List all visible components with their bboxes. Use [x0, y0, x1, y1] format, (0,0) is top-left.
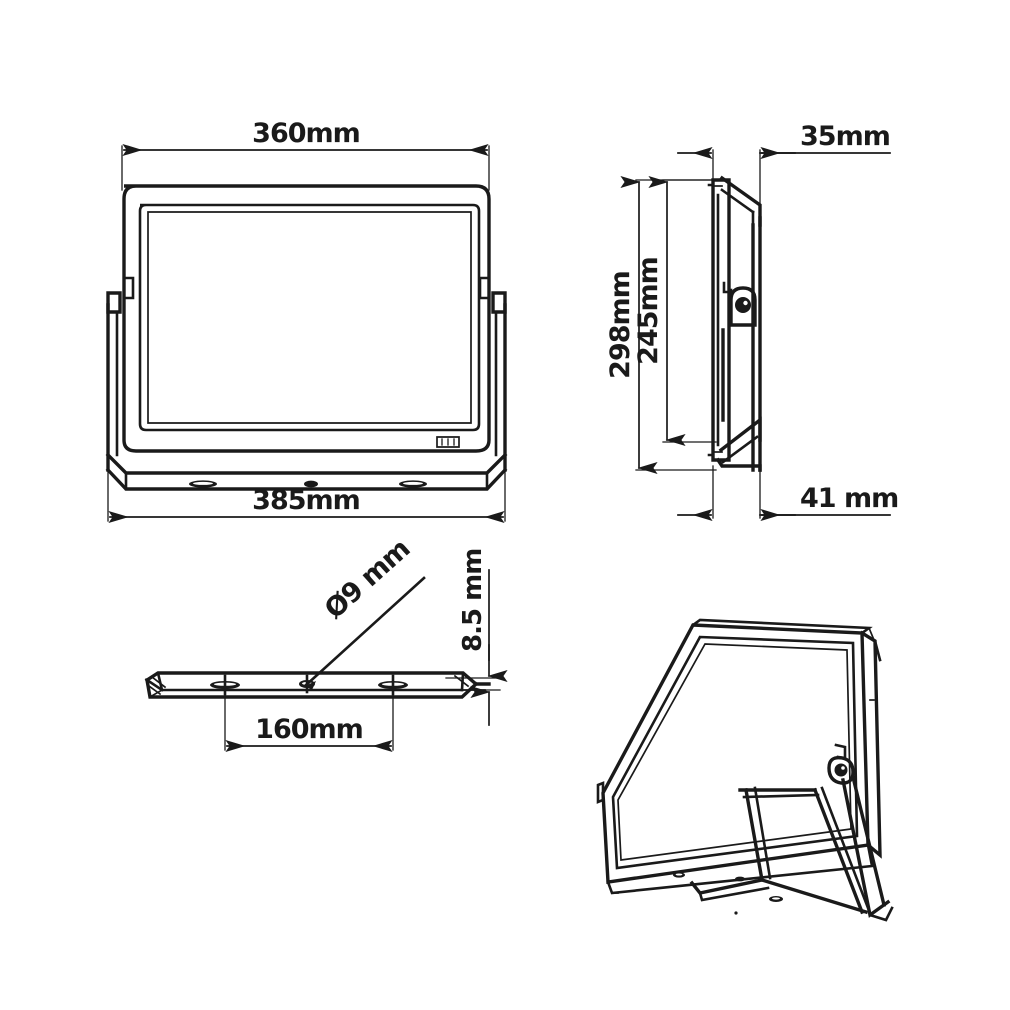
perspective-bracket-arm: [840, 774, 894, 922]
perspective-housing-left-tab: [596, 781, 605, 804]
front-housing-side-tabs: [123, 276, 490, 300]
side-pivot-knob: [722, 281, 757, 327]
side-41mm-dimension: [677, 465, 891, 522]
bracket-85mm-dimension: [445, 569, 508, 726]
dimension-label-35mm: 35mm: [800, 121, 890, 152]
dimension-label-385mm: 385mm: [252, 485, 360, 516]
dimension-label-160mm: 160mm: [255, 714, 363, 745]
front-bracket-base: [105, 452, 508, 491]
dimension-label-41mm: 41 mm: [800, 483, 898, 514]
perspective-housing-front: [601, 623, 870, 884]
dimension-label-245mm: 245mm: [633, 257, 664, 365]
dimension-label-298mm: 298mm: [605, 271, 636, 379]
front-housing-outline: [122, 184, 491, 453]
dimension-label-8-5mm: 8.5 mm: [458, 549, 488, 652]
dimension-label-360mm: 360mm: [252, 118, 360, 149]
side-view: 35mm 41 mm 298mm: [605, 121, 899, 522]
side-245mm-dimension: [648, 175, 717, 447]
side-front-lip: [707, 183, 715, 457]
perspective-housing-side: [859, 630, 882, 859]
side-bracket-foot: [715, 416, 762, 472]
bracket-mounting-hole-right: [378, 674, 408, 696]
perspective-pivot-knob: [827, 756, 855, 785]
side-35mm-dimension: [677, 146, 891, 211]
front-385-extension-lines: [107, 469, 506, 522]
perspective-view: [596, 618, 894, 922]
perspective-bracket-base-rail: [689, 786, 869, 915]
bracket-hole-leader-line: [303, 576, 426, 690]
front-housing-detail-block: [436, 436, 460, 448]
bracket-left-chamfer: [147, 675, 167, 696]
bracket-160mm-dimension: [224, 689, 394, 753]
front-bracket-arm-left: [106, 291, 122, 472]
perspective-reference-dot: [734, 911, 738, 915]
perspective-base-holes: [673, 872, 783, 902]
front-bracket-arm-right: [491, 291, 507, 472]
front-view: 360mm 385mm: [105, 118, 508, 524]
front-360-extension-lines: [121, 145, 490, 191]
front-bracket-mounting-holes: [189, 480, 427, 488]
